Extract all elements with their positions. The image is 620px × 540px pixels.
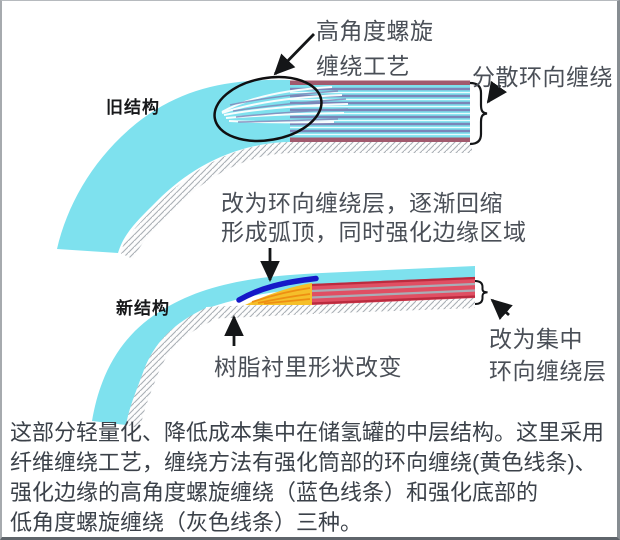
caption-block: 这部分轻量化、降低成本集中在储氢罐的中层结构。这里采用 纤维缠绕工艺，缠绕方法有… <box>10 418 617 537</box>
caption-line-4: 低角度螺旋缠绕（灰色线条）三种。 <box>10 510 363 535</box>
old-hatch-band <box>120 142 472 259</box>
new-cyan-liner-band <box>92 266 475 425</box>
caption-line-2: 纤维缠绕工艺，缠绕方法有强化筒部的环向缠绕(黄色线条)、 <box>10 450 597 475</box>
old-hoop-bracket <box>469 81 488 146</box>
hoop-layer-annotation-line1: 改为环向缠绕层，逐渐回缩 <box>221 190 503 216</box>
new-hatch-strip <box>206 297 475 319</box>
helical-winding-label-line1: 高角度螺旋 <box>316 18 434 44</box>
hoop-layer-annotation-line2: 形成弧顶，同时强化边缘区域 <box>221 219 527 245</box>
orange-streaks <box>251 287 311 305</box>
new-structure-label: 新结构 <box>116 299 170 318</box>
resin-liner-label: 树脂衬里形状改变 <box>214 354 402 380</box>
concentrated-hoop-label-line2: 环向缠绕层 <box>489 358 607 384</box>
old-helical-streaks <box>221 86 349 124</box>
caption-line-3: 强化边缘的高角度螺旋缠绕（蓝色线条）和强化底部的 <box>10 480 539 505</box>
concentrated-hoop-label-line1: 改为集中 <box>489 326 583 352</box>
new-hatch-tail <box>126 307 214 429</box>
arrow-to-ellipse <box>273 33 316 76</box>
old-structure-diagram <box>57 33 507 259</box>
old-cyan-liner-band <box>57 79 290 253</box>
helical-winding-label-line2: 缠绕工艺 <box>316 53 410 79</box>
blue-helical-arc <box>236 275 319 303</box>
red-hoop-band <box>311 276 476 305</box>
dispersed-hoop-label: 分散环向缠绕 <box>472 64 613 90</box>
arrow-to-old-bracket <box>486 80 507 104</box>
old-structure-label: 旧结构 <box>106 98 160 117</box>
helical-ellipse-highlight <box>213 75 323 143</box>
old-hoop-winding-stripes <box>290 80 470 142</box>
new-hoop-bracket <box>474 280 488 305</box>
caption-line-1: 这部分轻量化、降低成本集中在储氢罐的中层结构。这里采用 <box>10 420 605 445</box>
arrow-to-new-bracket <box>490 298 513 320</box>
new-structure-diagram <box>92 248 513 429</box>
